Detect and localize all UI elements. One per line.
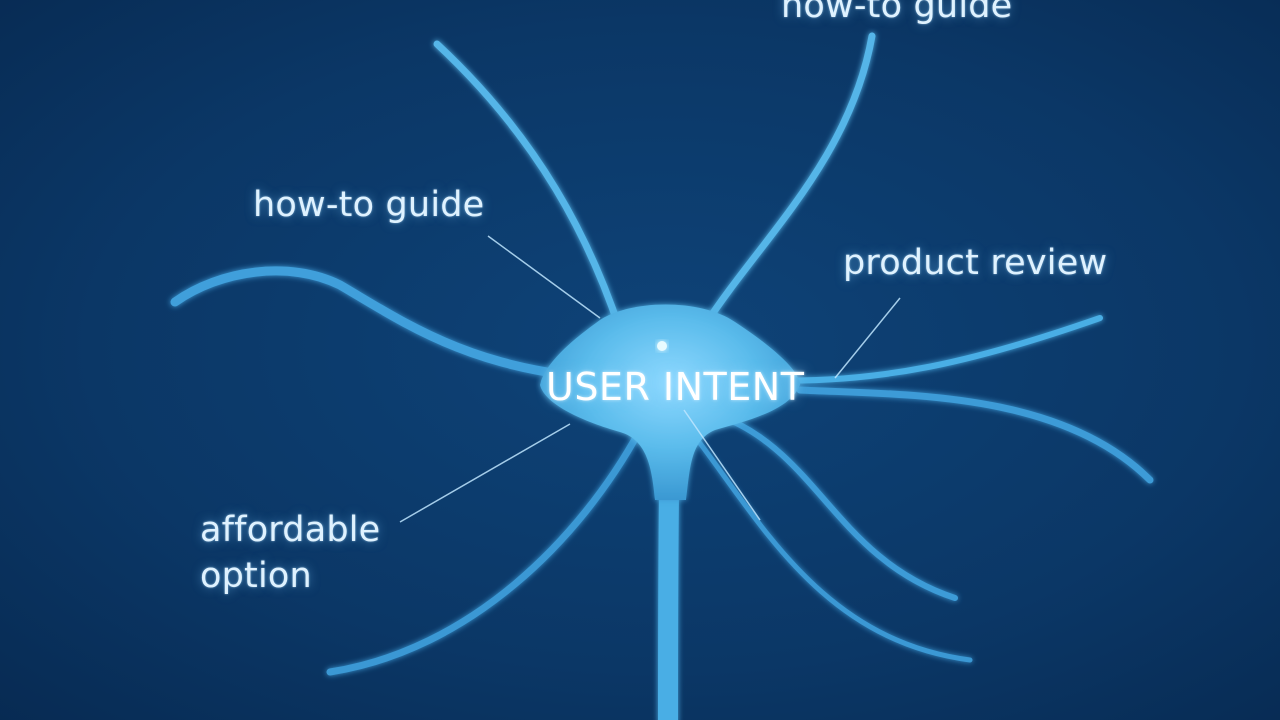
connector-review xyxy=(834,297,901,379)
dendrite-lower-right xyxy=(727,417,958,601)
dendrite-lower-right-long xyxy=(687,427,973,663)
dendrite-top-right xyxy=(701,32,876,329)
dendrite-left xyxy=(170,266,605,383)
center-label-user-intent: USER INTENT xyxy=(546,365,805,409)
nucleus-dot xyxy=(657,341,667,351)
label-product-review: product review xyxy=(843,243,1108,283)
dendrite-upper-left xyxy=(433,40,624,334)
connector-afford xyxy=(399,423,571,523)
label-how-to-guide: how-to guide xyxy=(253,185,485,225)
dendrite-right-upper xyxy=(757,315,1103,384)
connector-lines xyxy=(399,235,901,523)
label-how-to-guide-top: how-to guide xyxy=(781,0,1013,26)
neuron-soma xyxy=(540,304,800,500)
dendrite-lower-left xyxy=(326,426,644,676)
dendrite-right-lower xyxy=(796,386,1154,484)
connector-center-down xyxy=(683,409,761,521)
label-affordable-option: affordable option xyxy=(200,510,381,596)
connector-howto xyxy=(487,235,601,319)
